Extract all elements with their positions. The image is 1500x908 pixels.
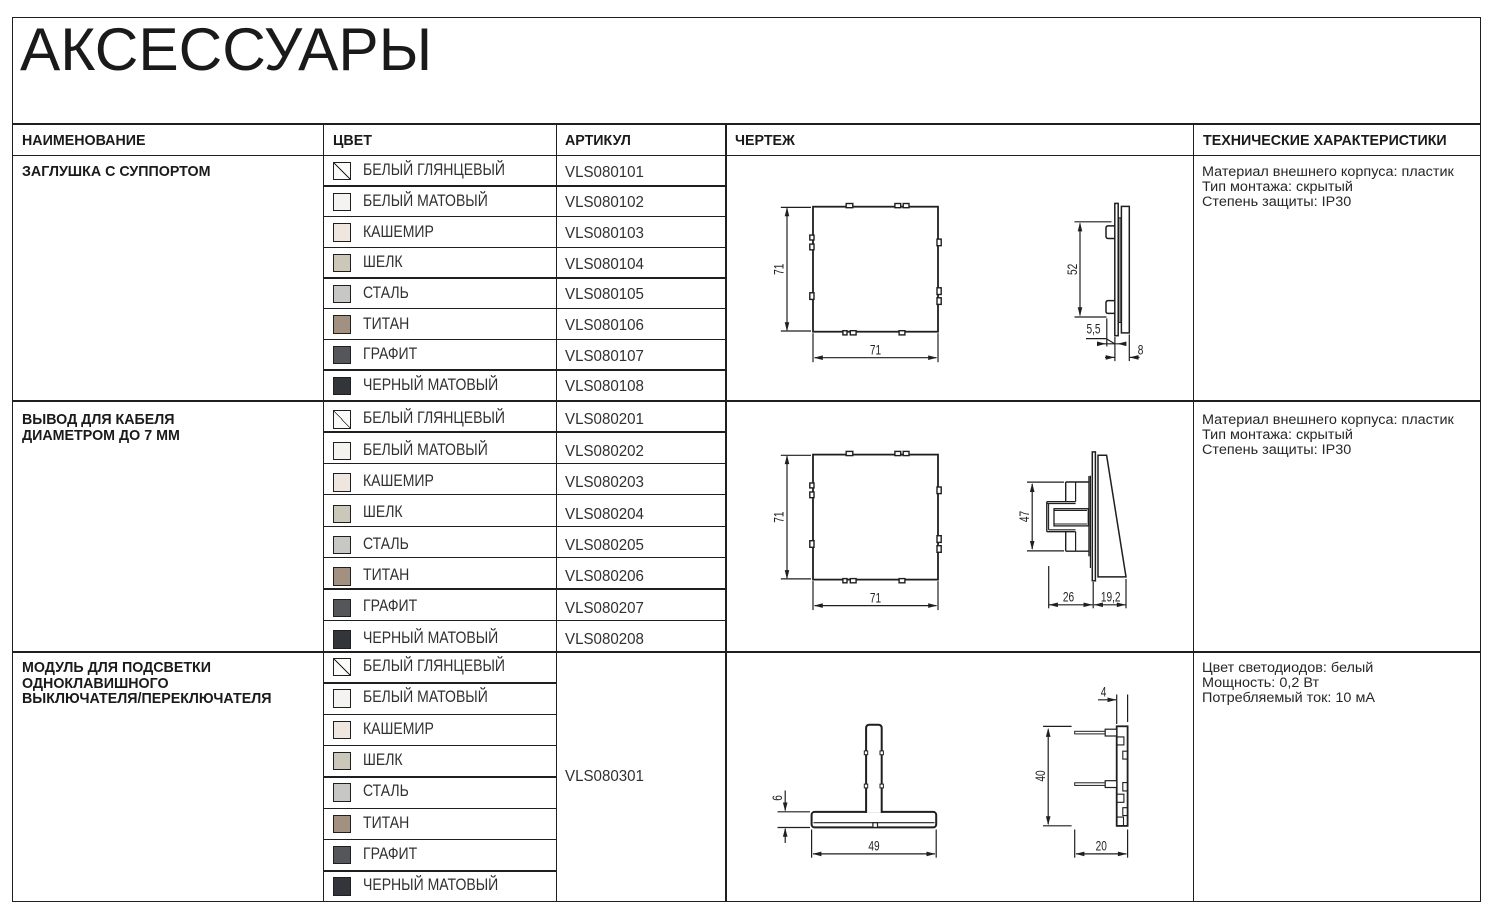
- svg-text:71: 71: [771, 263, 787, 275]
- svg-text:40: 40: [1033, 770, 1049, 782]
- svg-text:19,2: 19,2: [1101, 589, 1121, 605]
- svg-text:71: 71: [870, 342, 882, 358]
- svg-text:26: 26: [1063, 589, 1075, 605]
- svg-text:8: 8: [1138, 342, 1144, 358]
- svg-text:5,5: 5,5: [1086, 321, 1100, 337]
- svg-text:6: 6: [769, 795, 785, 801]
- svg-text:20: 20: [1096, 838, 1108, 854]
- svg-text:52: 52: [1065, 263, 1081, 275]
- svg-text:71: 71: [771, 511, 787, 523]
- svg-text:47: 47: [1017, 511, 1033, 523]
- svg-text:49: 49: [868, 838, 880, 854]
- svg-text:71: 71: [870, 590, 882, 606]
- svg-text:4: 4: [1101, 684, 1107, 700]
